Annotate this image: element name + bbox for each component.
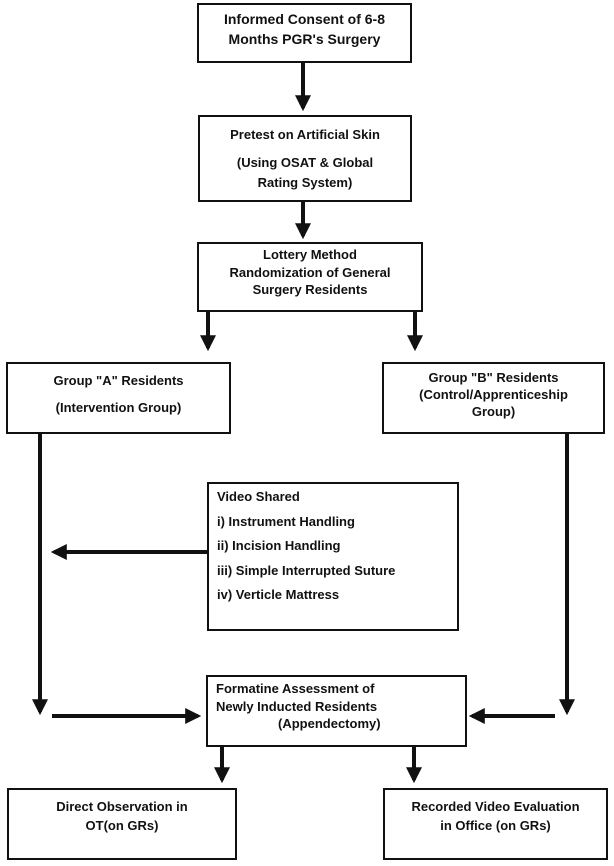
node-pretest: Pretest on Artificial Skin (Using OSAT &… [198,115,412,202]
node-lottery-line-1: Lottery Method [263,247,357,262]
node-lottery-randomization: Lottery Method Randomization of General … [197,242,423,312]
node-group-a-line-1: Group "A" Residents [53,373,184,388]
node-lottery-line-2: Randomization of General [229,264,391,280]
node-group-b-line-1: Group "B" Residents [428,370,559,385]
node-informed-consent-line-2: Months PGR's Surgery [228,31,381,48]
node-lottery-line-3: Surgery Residents [252,282,368,298]
node-video-line-1: Video Shared [217,489,300,504]
node-direct-line-1: Direct Observation in [56,799,188,814]
node-group-a: Group "A" Residents (Intervention Group) [6,362,231,434]
node-video-line-3: ii) Incision Handling [217,538,341,553]
node-video-line-5: iv) Verticle Mattress [217,587,340,602]
node-recorded-line-2: in Office (on GRs) [440,817,551,833]
node-formative-assessment: Formatine Assessment of Newly Inducted R… [206,675,467,747]
node-group-b: Group "B" Residents (Control/Apprentices… [382,362,605,434]
node-recorded-video: Recorded Video Evaluation in Office (on … [383,788,608,860]
node-formative-line-1: Formatine Assessment of [216,681,375,696]
node-video-line-4: iii) Simple Interrupted Suture [217,562,396,578]
node-video-shared: Video Shared i) Instrument Handling ii) … [207,482,459,631]
node-video-line-2: i) Instrument Handling [217,513,355,529]
node-informed-consent: Informed Consent of 6-8 Months PGR's Sur… [197,3,412,63]
node-informed-consent-line-1: Informed Consent of 6-8 [223,11,385,27]
node-pretest-line-1: Pretest on Artificial Skin [230,127,380,142]
node-formative-line-2: Newly Inducted Residents [216,698,378,714]
node-direct-observation: Direct Observation in OT(on GRs) [7,788,237,860]
node-recorded-line-1: Recorded Video Evaluation [411,799,580,814]
node-pretest-line-3: Rating System) [257,175,353,191]
node-group-a-line-2: (Intervention Group) [55,399,182,415]
node-group-b-line-3: Group) [471,403,516,419]
node-pretest-line-2: (Using OSAT & Global [236,155,374,171]
node-formative-line-3: (Appendectomy) [278,716,381,732]
node-group-b-line-2: (Control/Apprenticeship [419,386,568,402]
node-direct-line-2: OT(on GRs) [85,817,159,833]
